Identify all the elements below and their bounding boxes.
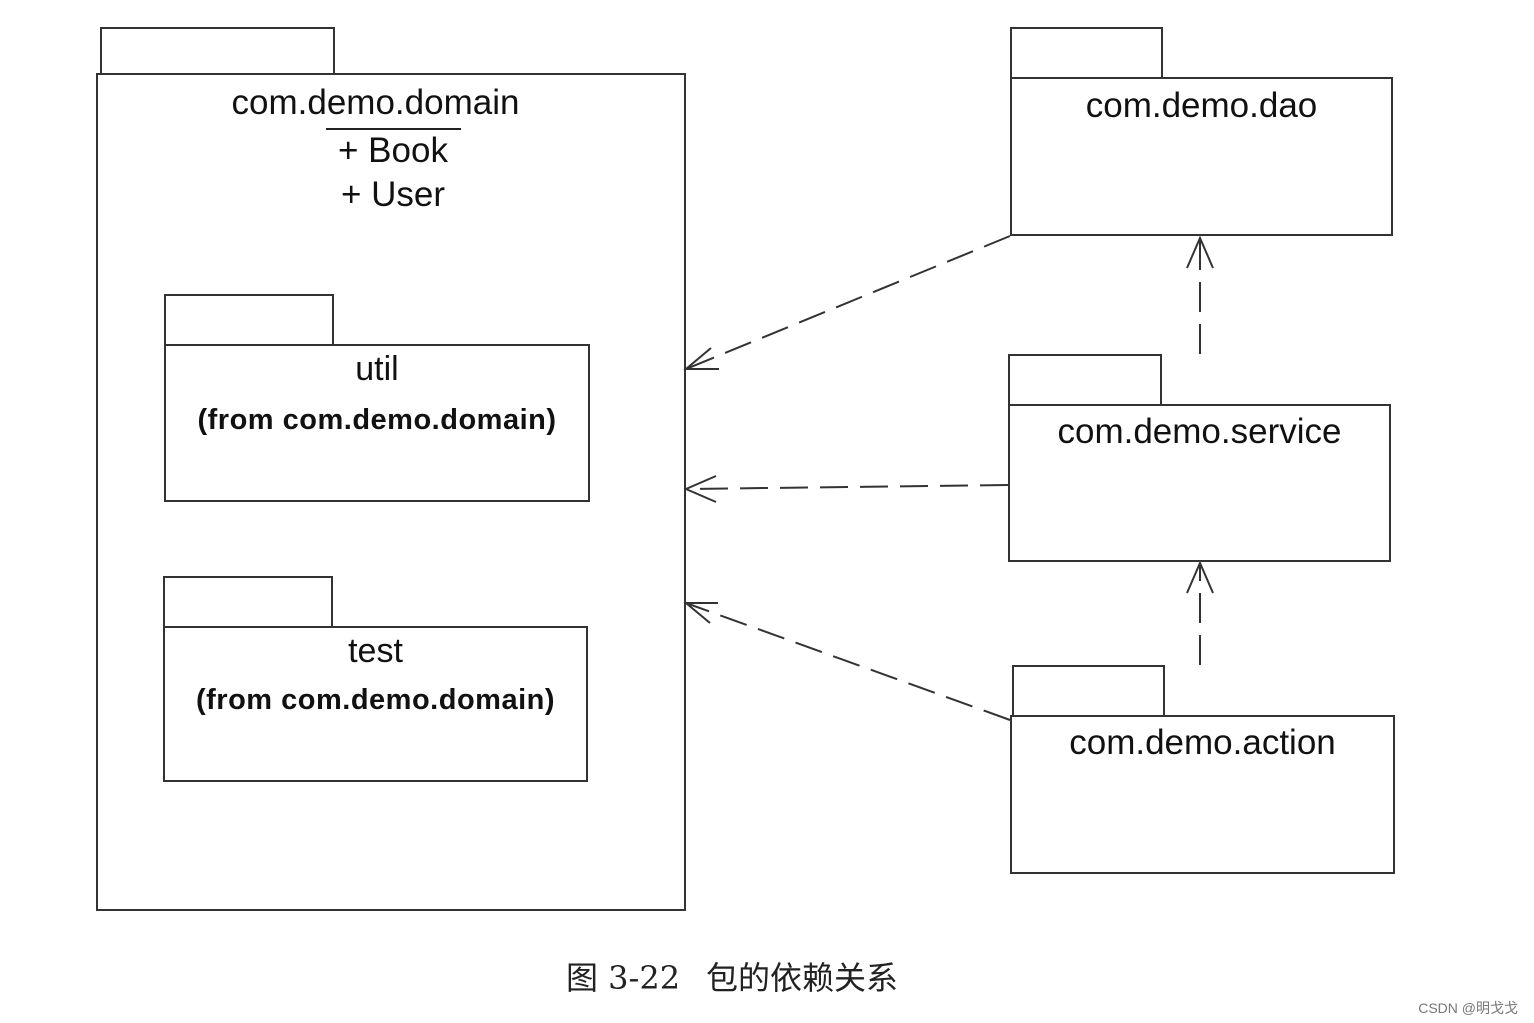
figure-caption: 包的依赖关系: [706, 959, 899, 997]
test-package-tab: [163, 576, 333, 628]
figure-number: 图 3-22: [566, 959, 681, 997]
dependency-service-domain: [685, 484, 1009, 490]
test-package-name: test: [348, 632, 403, 670]
service-package-tab: [1008, 354, 1162, 406]
dao-package: com.demo.dao: [1010, 77, 1393, 236]
dao-package-tab: [1010, 27, 1163, 79]
arrowhead-dao-domain: [683, 347, 719, 370]
action-package-name: com.demo.action: [1069, 723, 1336, 762]
action-package-tab: [1012, 665, 1165, 717]
dao-package-name: com.demo.dao: [1085, 86, 1318, 125]
domain-package-tab: [100, 27, 335, 75]
arrowhead-service-domain: [683, 475, 717, 503]
dependency-dao-domain: [685, 235, 1011, 370]
dependency-action-domain: [685, 602, 1011, 721]
util-package-from: (from com.demo.domain): [197, 404, 557, 436]
domain-member-user: + User: [340, 175, 446, 214]
service-package-name: com.demo.service: [1057, 412, 1342, 451]
util-package-tab: [164, 294, 334, 346]
arrowhead-service-dao: [1186, 235, 1214, 269]
arrowhead-action-domain: [683, 602, 718, 624]
util-package-name: util: [355, 350, 399, 388]
domain-package-name: com.demo.domain: [231, 83, 520, 122]
test-package: test (from com.demo.domain): [163, 626, 588, 782]
domain-name-underline: [326, 128, 461, 130]
service-package: com.demo.service: [1008, 404, 1391, 562]
arrowhead-action-service: [1186, 560, 1214, 594]
util-package: util (from com.demo.domain): [164, 344, 590, 502]
test-package-from: (from com.demo.domain): [195, 684, 555, 716]
watermark: CSDN @明戈戈: [1418, 1000, 1518, 1016]
action-package: com.demo.action: [1010, 715, 1395, 874]
domain-member-book: + Book: [338, 131, 448, 170]
